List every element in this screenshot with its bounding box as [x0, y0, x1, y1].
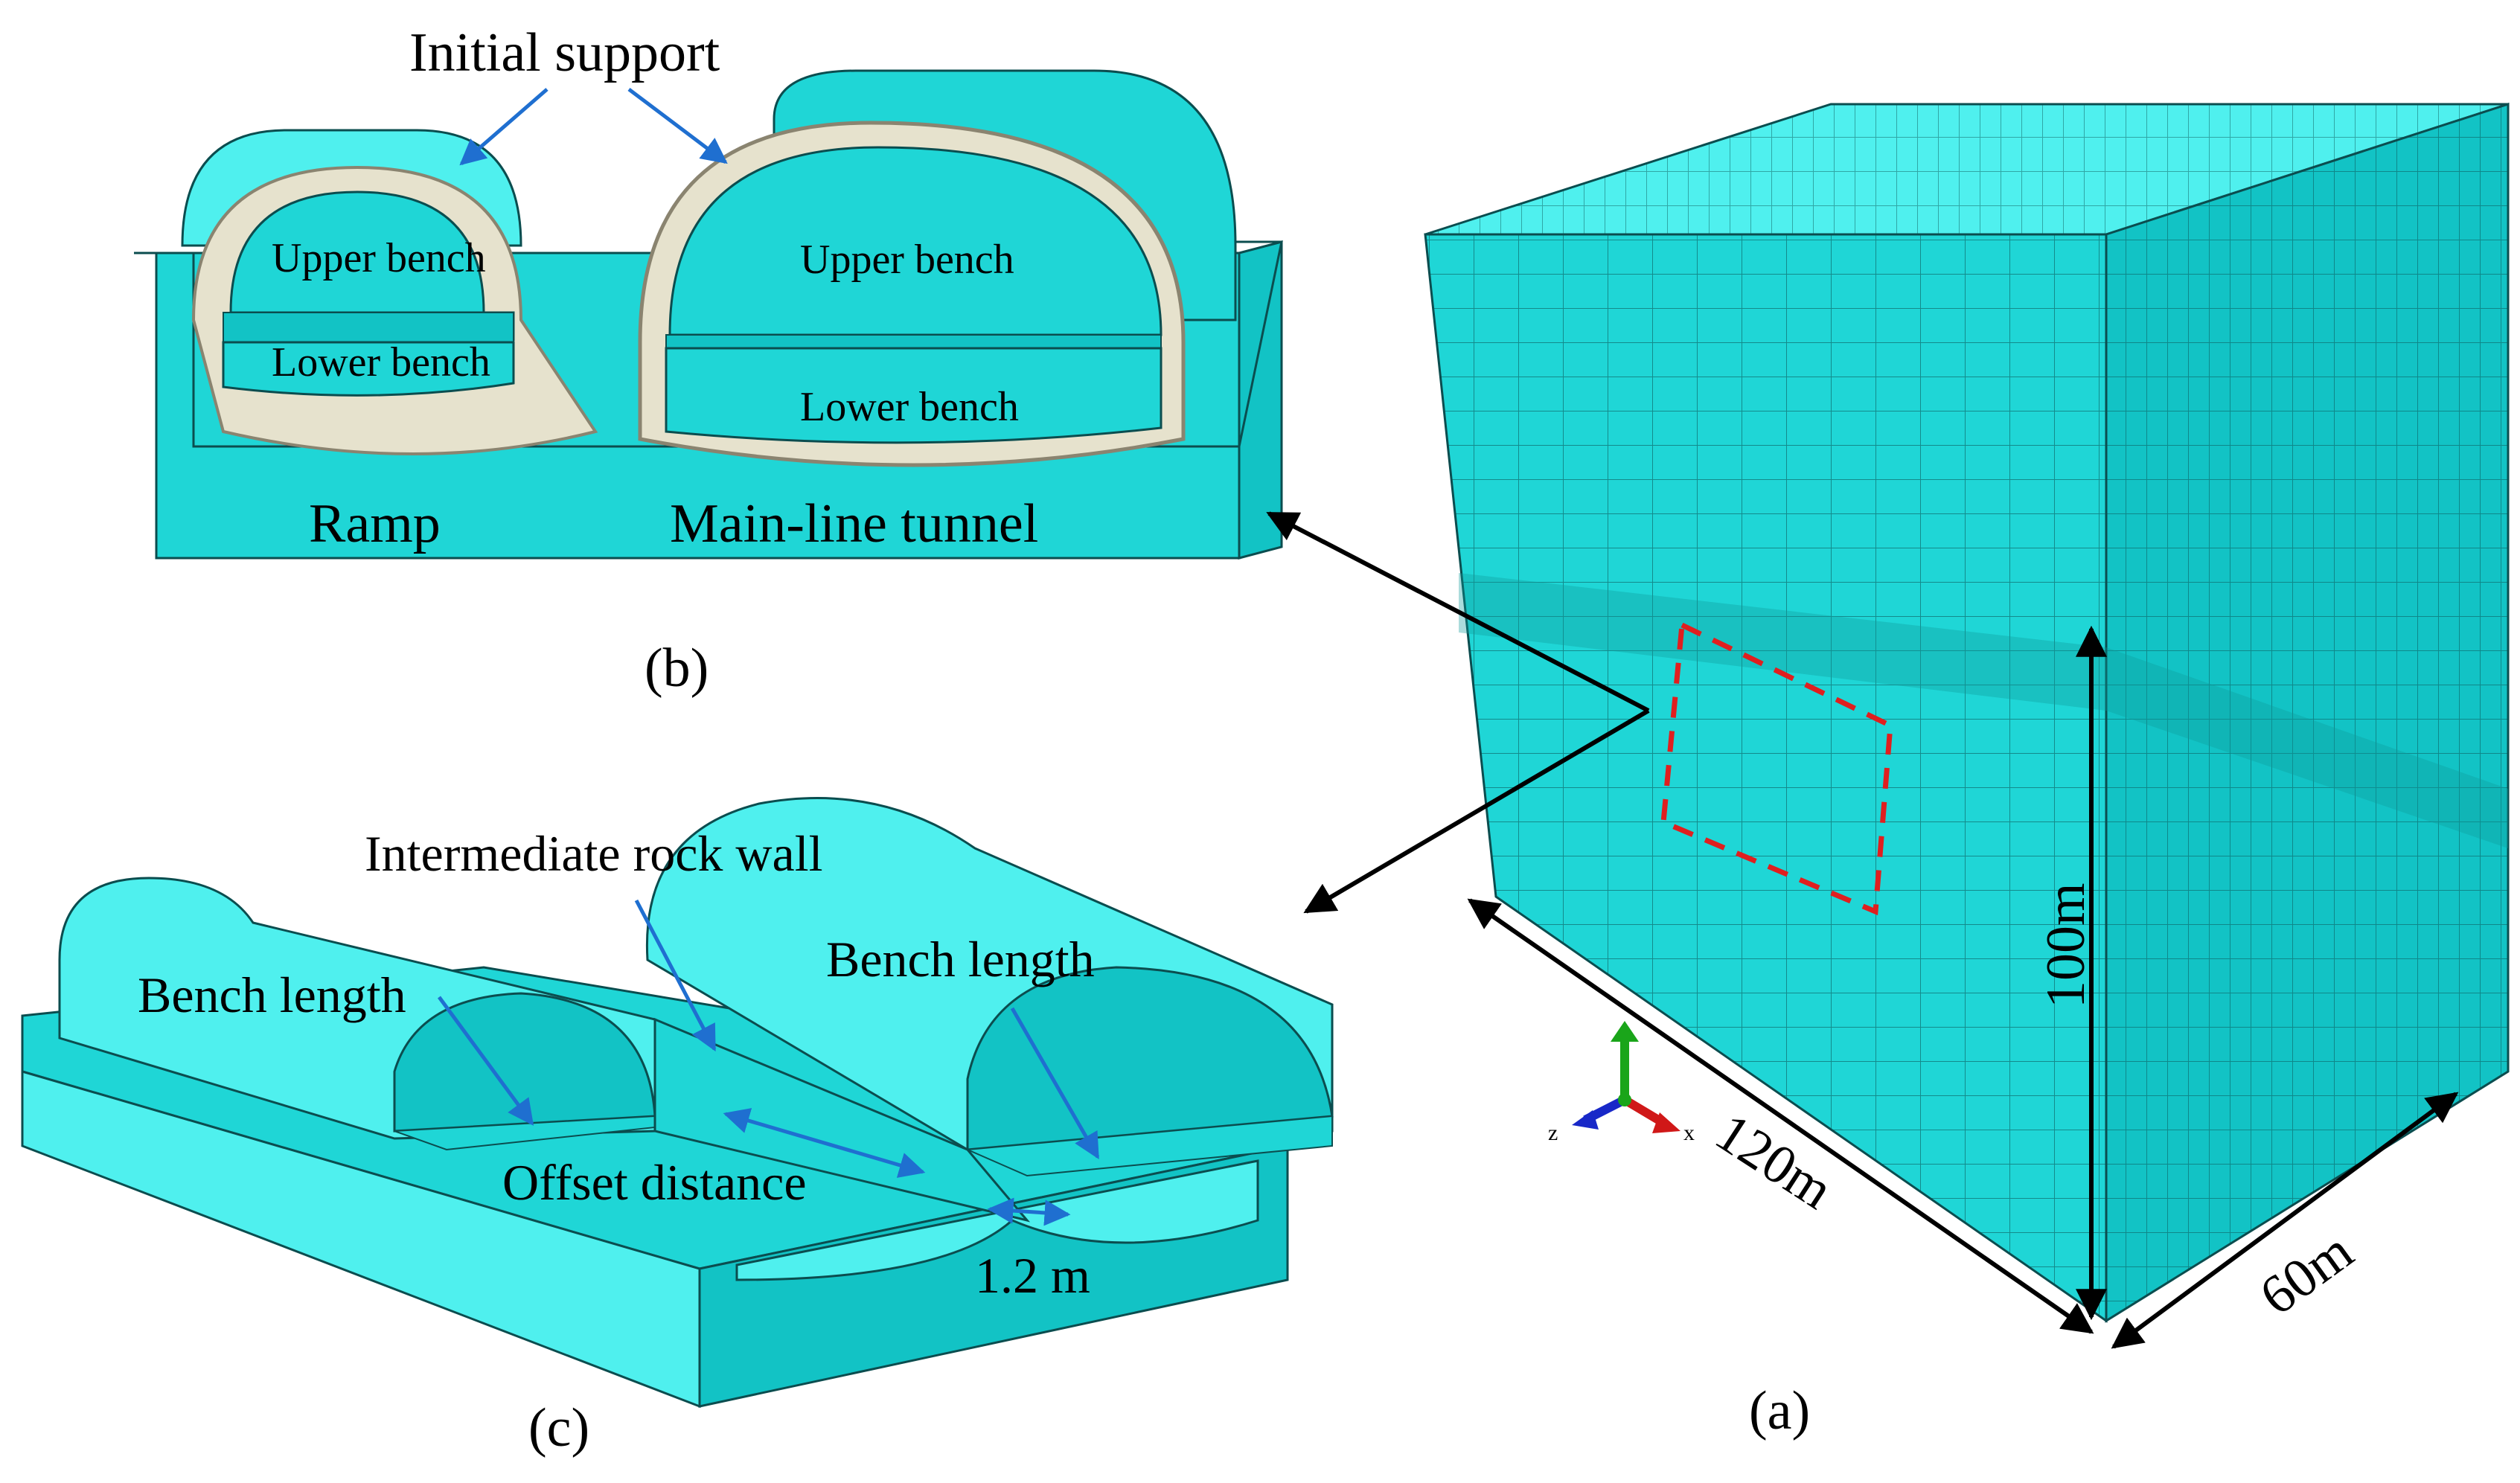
mesh-top-lines: [1425, 104, 2508, 234]
label-main-line-tunnel: Main-line tunnel: [670, 493, 1038, 554]
panel-c-right-step: [967, 1115, 1333, 1177]
ramp-upper-face: [229, 190, 515, 342]
main-upper-label: Upper bench: [800, 237, 1014, 283]
axis-triad-icon: [1572, 1021, 1680, 1133]
bench-length-right-label: Bench length: [826, 931, 1095, 987]
main-upper-face: [668, 146, 1163, 336]
arrow-bench-right: [1010, 1007, 1100, 1160]
offset-distance-label: Offset distance: [502, 1154, 807, 1211]
panel-b: Initial support Upper bench Lower bench …: [134, 22, 1283, 699]
arrow-gap: [987, 1197, 1071, 1226]
arrow-bench-left: [437, 996, 534, 1126]
axis-x-label: x: [1683, 1121, 1695, 1145]
dim-height-label: 100m: [2035, 883, 2097, 1008]
panel-c: Intermediate rock wall Bench length Benc…: [21, 797, 1334, 1458]
axis-z-label: z: [1548, 1121, 1558, 1145]
arrow-offset: [723, 1108, 926, 1178]
main-upper-band: [665, 334, 1162, 349]
ramp-upper-label: Upper bench: [272, 235, 486, 281]
panel-c-right-face: [966, 966, 1334, 1151]
gap-label: 1.2 m: [975, 1247, 1090, 1304]
panel-b-base-side: [1238, 240, 1283, 560]
leader-arrow-to-b: [1266, 511, 1650, 713]
label-ramp: Ramp: [309, 493, 441, 554]
arrow-rock-wall: [634, 899, 717, 1052]
mesh-side-lines: [2106, 104, 2508, 1321]
main-lower-label: Lower bench: [800, 384, 1019, 430]
dim-width: [2111, 1092, 2459, 1349]
callout-rock-wall: Intermediate rock wall: [365, 825, 823, 882]
caption-b: (b): [645, 638, 709, 699]
callout-arrow-ramp: [459, 88, 549, 166]
callout-initial-support: Initial support: [409, 22, 720, 83]
caption-c: (c): [528, 1397, 589, 1458]
ramp-lower-label: Lower bench: [272, 339, 490, 385]
callout-arrow-main: [627, 88, 728, 164]
dim-length: [1467, 898, 2094, 1334]
panel-a: 100m 120m 60m z x (a): [1266, 102, 2510, 1441]
caption-a: (a): [1749, 1380, 1810, 1441]
leader-arrow-to-c: [1303, 708, 1650, 914]
bench-length-left-label: Bench length: [138, 967, 406, 1023]
ramp-upper-band: [223, 312, 514, 343]
main-lower-face: [665, 347, 1163, 444]
ramp-lower-face: [222, 341, 515, 397]
